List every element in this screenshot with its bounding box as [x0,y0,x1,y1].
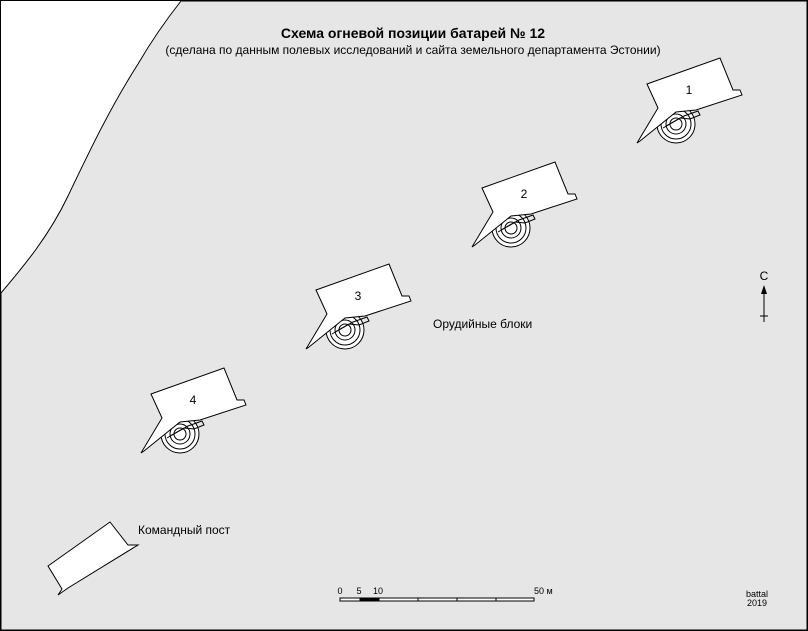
gun-block-body [471,161,578,248]
year-label: 2019 [747,598,767,608]
scale-label-5: 5 [356,586,361,596]
scale-label-10: 10 [373,586,383,596]
gun-block-number: 3 [355,289,362,303]
gun-blocks: 1 2 3 4 [140,57,743,454]
gun-block-body [636,57,743,144]
gun-block-3: 3 [305,263,412,350]
scale-label-50: 50 м [534,586,553,596]
embrasure-detail [331,316,370,335]
gun-block-number: 2 [521,187,528,201]
gun-block-body [140,367,247,454]
scale-label-0: 0 [337,586,342,596]
north-arrow [760,285,768,322]
gun-blocks-label: Орудийные блоки [433,317,532,331]
scale-bar [339,597,535,602]
command-post [47,521,140,596]
embrasure-detail [166,420,205,439]
author-label: battal [746,589,768,599]
north-label: С [760,269,769,283]
gun-block-1: 1 [636,57,743,144]
gun-block-number: 4 [190,393,197,407]
embrasure-detail [662,110,701,129]
gun-block-number: 1 [686,83,693,97]
command-post-shape [47,521,140,596]
diagram-title: Схема огневой позиции батарей № 12 [281,25,545,41]
gun-block-4: 4 [140,367,247,454]
embrasure-detail [497,214,536,233]
diagram-subtitle: (сделана по данным полевых исследований … [165,43,660,57]
gun-block-2: 2 [471,161,578,248]
command-post-label: Командный пост [138,523,231,537]
gun-block-body [305,263,412,350]
